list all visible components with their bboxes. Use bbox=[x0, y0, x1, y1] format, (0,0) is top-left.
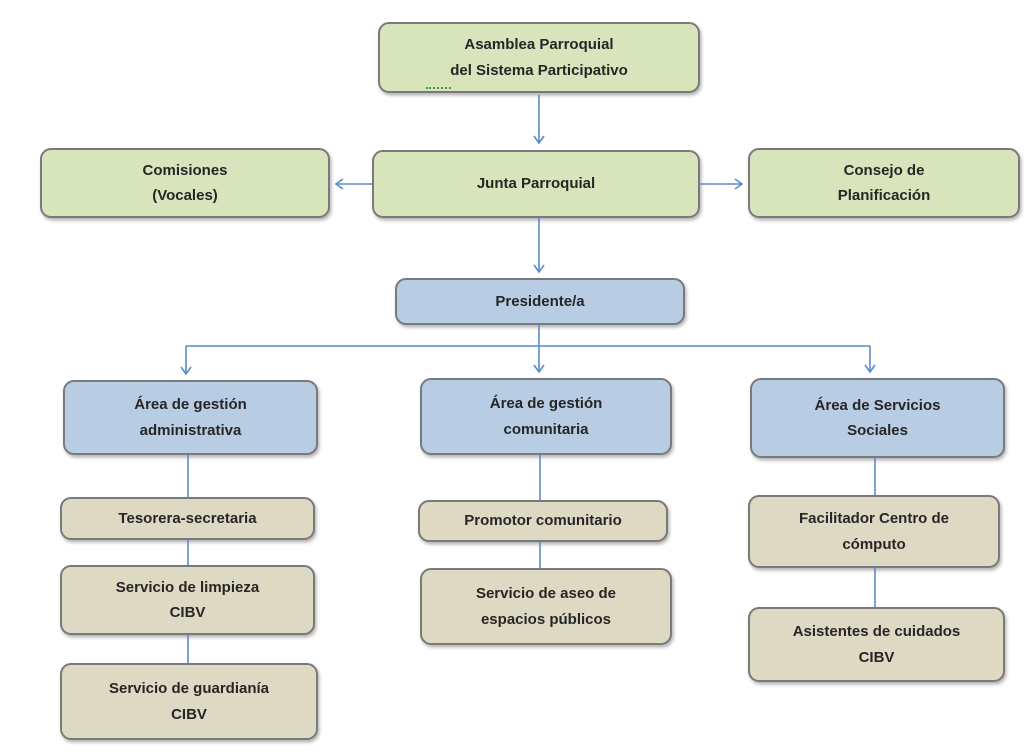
node-label: Área de Servicios Sociales bbox=[814, 396, 941, 440]
node-asistentes-cuidados-cibv: Asistentes de cuidados CIBV bbox=[748, 607, 1005, 682]
node-label: Servicio de aseo de espacios públicos bbox=[475, 585, 617, 628]
node-facilitador-centro-computo: Facilitador Centro de cómputo bbox=[748, 495, 1000, 568]
node-label: Servicio de guardianía CIBV bbox=[108, 680, 270, 723]
node-area-gestion-comunitaria: Área de gestión comunitaria bbox=[420, 378, 672, 455]
node-label: Promotor comunitario bbox=[464, 512, 622, 530]
node-comisiones-vocales: Comisiones (Vocales) bbox=[40, 148, 330, 218]
node-presidente: Presidente/a bbox=[395, 278, 685, 325]
node-label: Consejo de Planificación bbox=[837, 161, 931, 205]
node-label: Facilitador Centro de cómputo bbox=[798, 510, 950, 553]
node-consejo-planificacion: Consejo de Planificación bbox=[748, 148, 1020, 218]
node-label: Área de gestión comunitaria bbox=[489, 395, 603, 438]
node-junta-parroquial: Junta Parroquial bbox=[372, 150, 700, 218]
node-area-servicios-sociales: Área de Servicios Sociales bbox=[750, 378, 1005, 458]
node-label: Servicio de limpieza CIBV bbox=[115, 578, 260, 622]
node-asamblea-parroquial: Asamblea Parroquial del Sistema Particip… bbox=[378, 22, 700, 93]
spellcheck-squiggle bbox=[426, 84, 451, 89]
node-servicio-limpieza-cibv: Servicio de limpieza CIBV bbox=[60, 565, 315, 635]
node-promotor-comunitario: Promotor comunitario bbox=[418, 500, 668, 542]
node-tesorera-secretaria: Tesorera-secretaria bbox=[60, 497, 315, 540]
node-label: Asamblea Parroquial del Sistema Particip… bbox=[450, 36, 628, 79]
node-label: Junta Parroquial bbox=[476, 175, 596, 193]
node-area-gestion-administrativa: Área de gestión administrativa bbox=[63, 380, 318, 455]
node-servicio-aseo-espacios-publicos: Servicio de aseo de espacios públicos bbox=[420, 568, 672, 645]
node-label: Presidente/a bbox=[495, 292, 585, 310]
node-label: Asistentes de cuidados CIBV bbox=[792, 623, 961, 666]
node-servicio-guardiania-cibv: Servicio de guardianía CIBV bbox=[60, 663, 318, 740]
node-label: Área de gestión administrativa bbox=[134, 396, 247, 439]
node-label: Tesorera-secretaria bbox=[118, 509, 257, 527]
node-label: Comisiones (Vocales) bbox=[142, 161, 228, 205]
